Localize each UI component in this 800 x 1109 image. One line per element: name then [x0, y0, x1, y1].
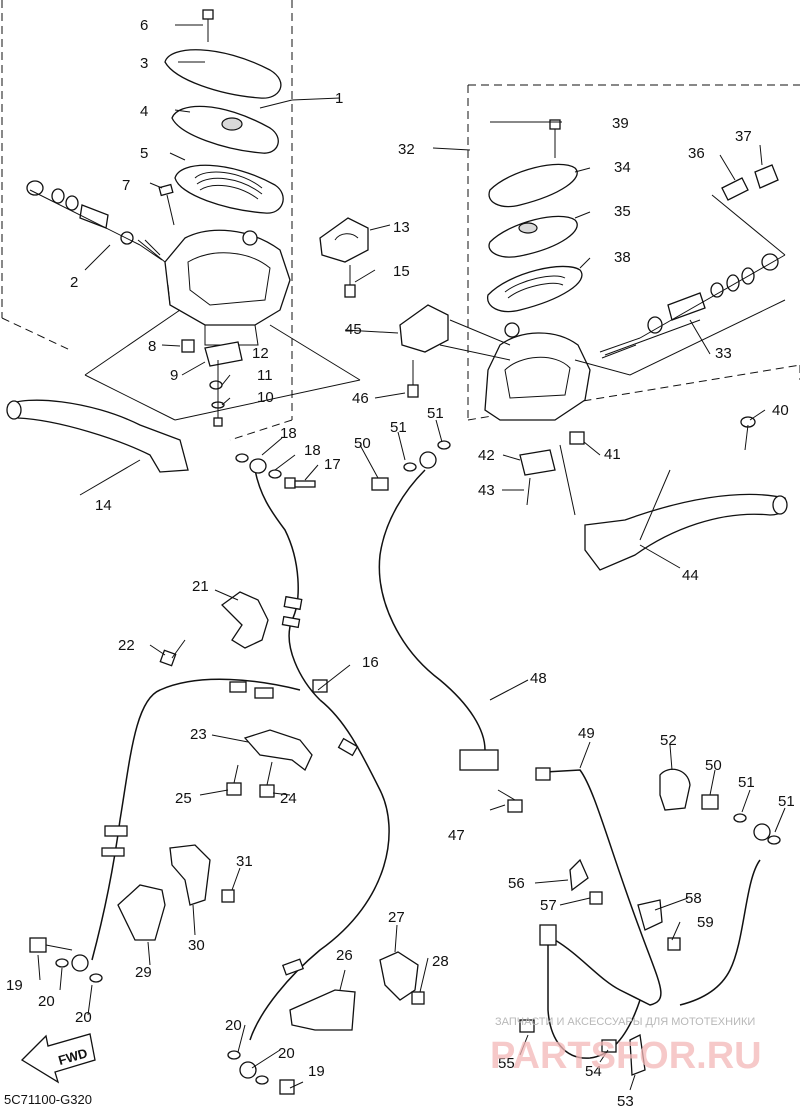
- label-43: 43: [478, 482, 495, 499]
- label-18b: 18: [304, 442, 321, 459]
- label-40: 40: [772, 402, 789, 419]
- label-44: 44: [682, 567, 699, 584]
- label-55: 55: [498, 1055, 515, 1072]
- label-38: 38: [614, 249, 631, 266]
- label-9: 9: [170, 367, 178, 384]
- label-25: 25: [175, 790, 192, 807]
- label-49: 49: [578, 725, 595, 742]
- label-56: 56: [508, 875, 525, 892]
- label-17: 17: [324, 456, 341, 473]
- label-30: 30: [188, 937, 205, 954]
- right-master-cylinder-assembly: [399, 119, 788, 571]
- label-31: 31: [236, 853, 253, 870]
- label-14: 14: [95, 497, 112, 514]
- label-48: 48: [530, 670, 547, 687]
- label-7: 7: [122, 177, 130, 194]
- label-59: 59: [697, 914, 714, 931]
- label-27: 27: [388, 909, 405, 926]
- label-53: 53: [617, 1093, 634, 1109]
- label-36: 36: [688, 145, 705, 162]
- label-19a: 19: [6, 977, 23, 994]
- label-12: 12: [252, 345, 269, 362]
- label-32: 32: [398, 141, 415, 158]
- label-42: 42: [478, 447, 495, 464]
- label-15: 15: [393, 263, 410, 280]
- label-1: 1: [335, 90, 343, 107]
- label-39: 39: [612, 115, 629, 132]
- label-10: 10: [257, 389, 274, 406]
- label-11: 11: [257, 367, 273, 384]
- watermark-logo: PARTSFOR.RU: [490, 1035, 762, 1077]
- watermark: ЗАПЧАСТИ И АКСЕССУАРЫ ДЛЯ МОТОТЕХНИКИ PA…: [490, 1016, 762, 1077]
- label-47: 47: [448, 827, 465, 844]
- label-54: 54: [585, 1063, 602, 1080]
- label-22: 22: [118, 637, 135, 654]
- label-28: 28: [432, 953, 449, 970]
- label-20b: 20: [75, 1009, 92, 1026]
- label-20c: 20: [225, 1017, 242, 1034]
- label-50a: 50: [354, 435, 371, 452]
- label-50b: 50: [705, 757, 722, 774]
- label-26: 26: [336, 947, 353, 964]
- label-35: 35: [614, 203, 631, 220]
- part-number-labels: 1 2 3 4 5 6 7 8 9 10 11 12 13 14 15 16 1…: [6, 17, 795, 1109]
- label-33: 33: [715, 345, 732, 362]
- label-51a: 51: [390, 419, 407, 436]
- label-13: 13: [393, 219, 410, 236]
- label-3: 3: [140, 55, 148, 72]
- label-51d: 51: [778, 793, 795, 810]
- label-58: 58: [685, 890, 702, 907]
- label-23: 23: [190, 726, 207, 743]
- left-master-cylinder-assembly: [6, 9, 369, 473]
- label-51b: 51: [427, 405, 444, 422]
- leader-lines: [37, 24, 786, 1091]
- brake-hoses: [91, 440, 781, 1059]
- label-41: 41: [604, 446, 621, 463]
- label-16: 16: [362, 654, 379, 671]
- left-master-cylinder-boundary: [1, 0, 293, 441]
- label-19b: 19: [308, 1063, 325, 1080]
- label-21: 21: [192, 578, 209, 595]
- label-37: 37: [735, 128, 752, 145]
- label-20d: 20: [278, 1045, 295, 1062]
- label-29: 29: [135, 964, 152, 981]
- label-46: 46: [352, 390, 369, 407]
- label-18a: 18: [280, 425, 297, 442]
- label-8: 8: [148, 338, 156, 355]
- fwd-arrow-icon: FWD: [20, 1033, 96, 1084]
- label-34: 34: [614, 159, 631, 176]
- label-51c: 51: [738, 774, 755, 791]
- label-20a: 20: [38, 993, 55, 1010]
- label-5: 5: [140, 145, 148, 162]
- label-6: 6: [140, 17, 148, 34]
- label-24: 24: [280, 790, 297, 807]
- label-2: 2: [70, 274, 78, 291]
- brackets-and-fasteners: [29, 591, 681, 1095]
- watermark-text: ЗАПЧАСТИ И АКСЕССУАРЫ ДЛЯ МОТОТЕХНИКИ: [495, 1016, 755, 1028]
- label-57: 57: [540, 897, 557, 914]
- label-52: 52: [660, 732, 677, 749]
- diagram-code: 5C71100-G320: [4, 1092, 92, 1107]
- label-45: 45: [345, 321, 362, 338]
- label-4: 4: [140, 103, 148, 120]
